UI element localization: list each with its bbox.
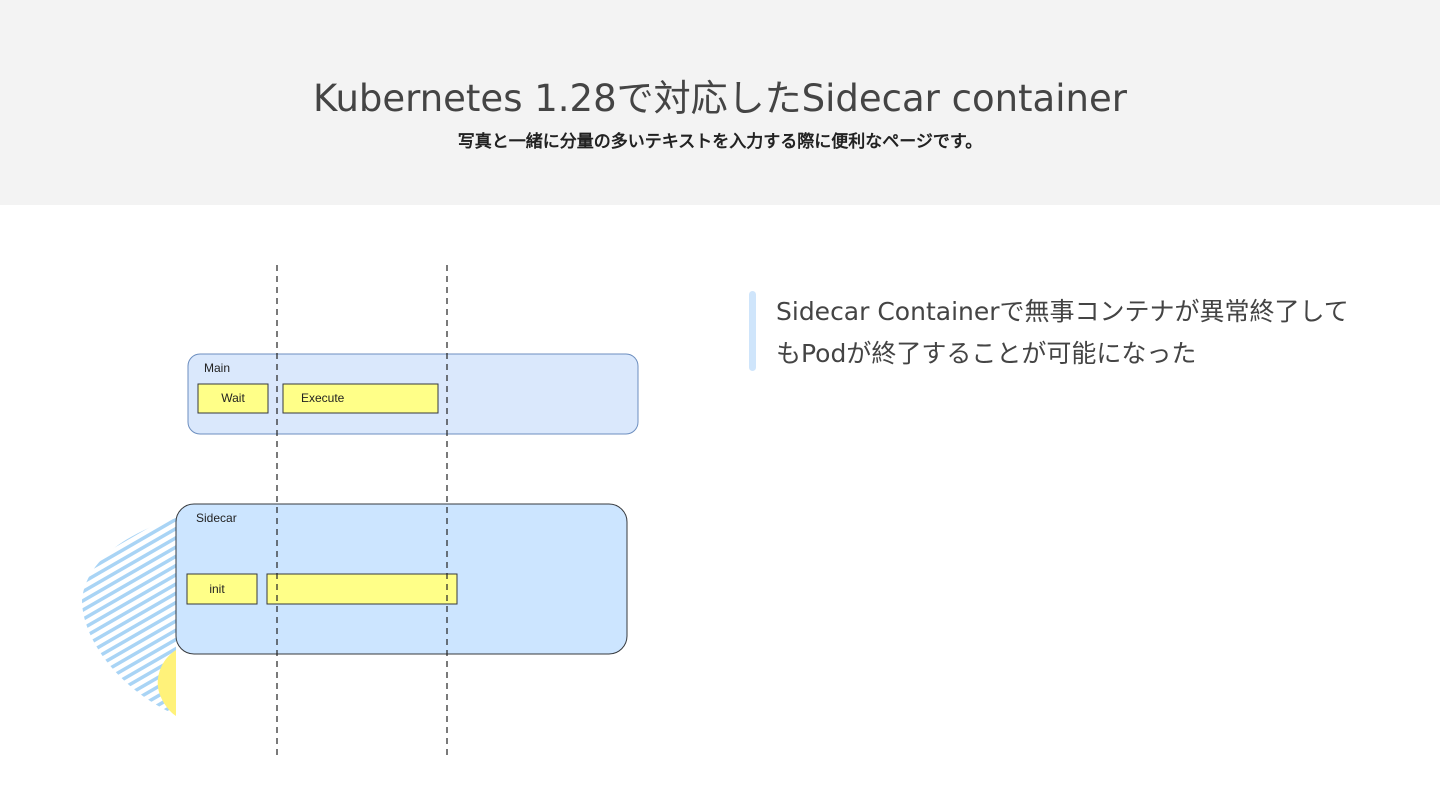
main-container: Main Wait Execute [187, 353, 639, 435]
init-step [186, 573, 258, 605]
header: Kubernetes 1.28で対応したSidecar container 写真… [0, 0, 1440, 205]
sidecar-diagram: Main Wait Execute Sidecar init [82, 265, 639, 755]
init-step-label: init [209, 582, 225, 596]
main-container-label: Main [204, 361, 230, 375]
note-accent-bar [749, 291, 756, 371]
sidecar-container-label: Sidecar [196, 511, 237, 525]
sidecar-container: Sidecar init [175, 503, 628, 655]
decorative-striped-shape [82, 518, 176, 715]
wait-step [197, 383, 269, 414]
wait-step-label: Wait [221, 391, 245, 405]
execute-step [282, 383, 439, 414]
page-title: Kubernetes 1.28で対応したSidecar container [313, 77, 1127, 120]
execute-step-label: Execute [301, 391, 345, 405]
sidecar-run-step [266, 573, 458, 605]
note-text: Sidecar Containerで無事コンテナが異常終了してもPodが終了する… [776, 297, 1349, 368]
page-subtitle: 写真と一緒に分量の多いテキストを入力する際に便利なページです。 [457, 132, 983, 152]
decorative-yellow-shape [157, 650, 176, 716]
